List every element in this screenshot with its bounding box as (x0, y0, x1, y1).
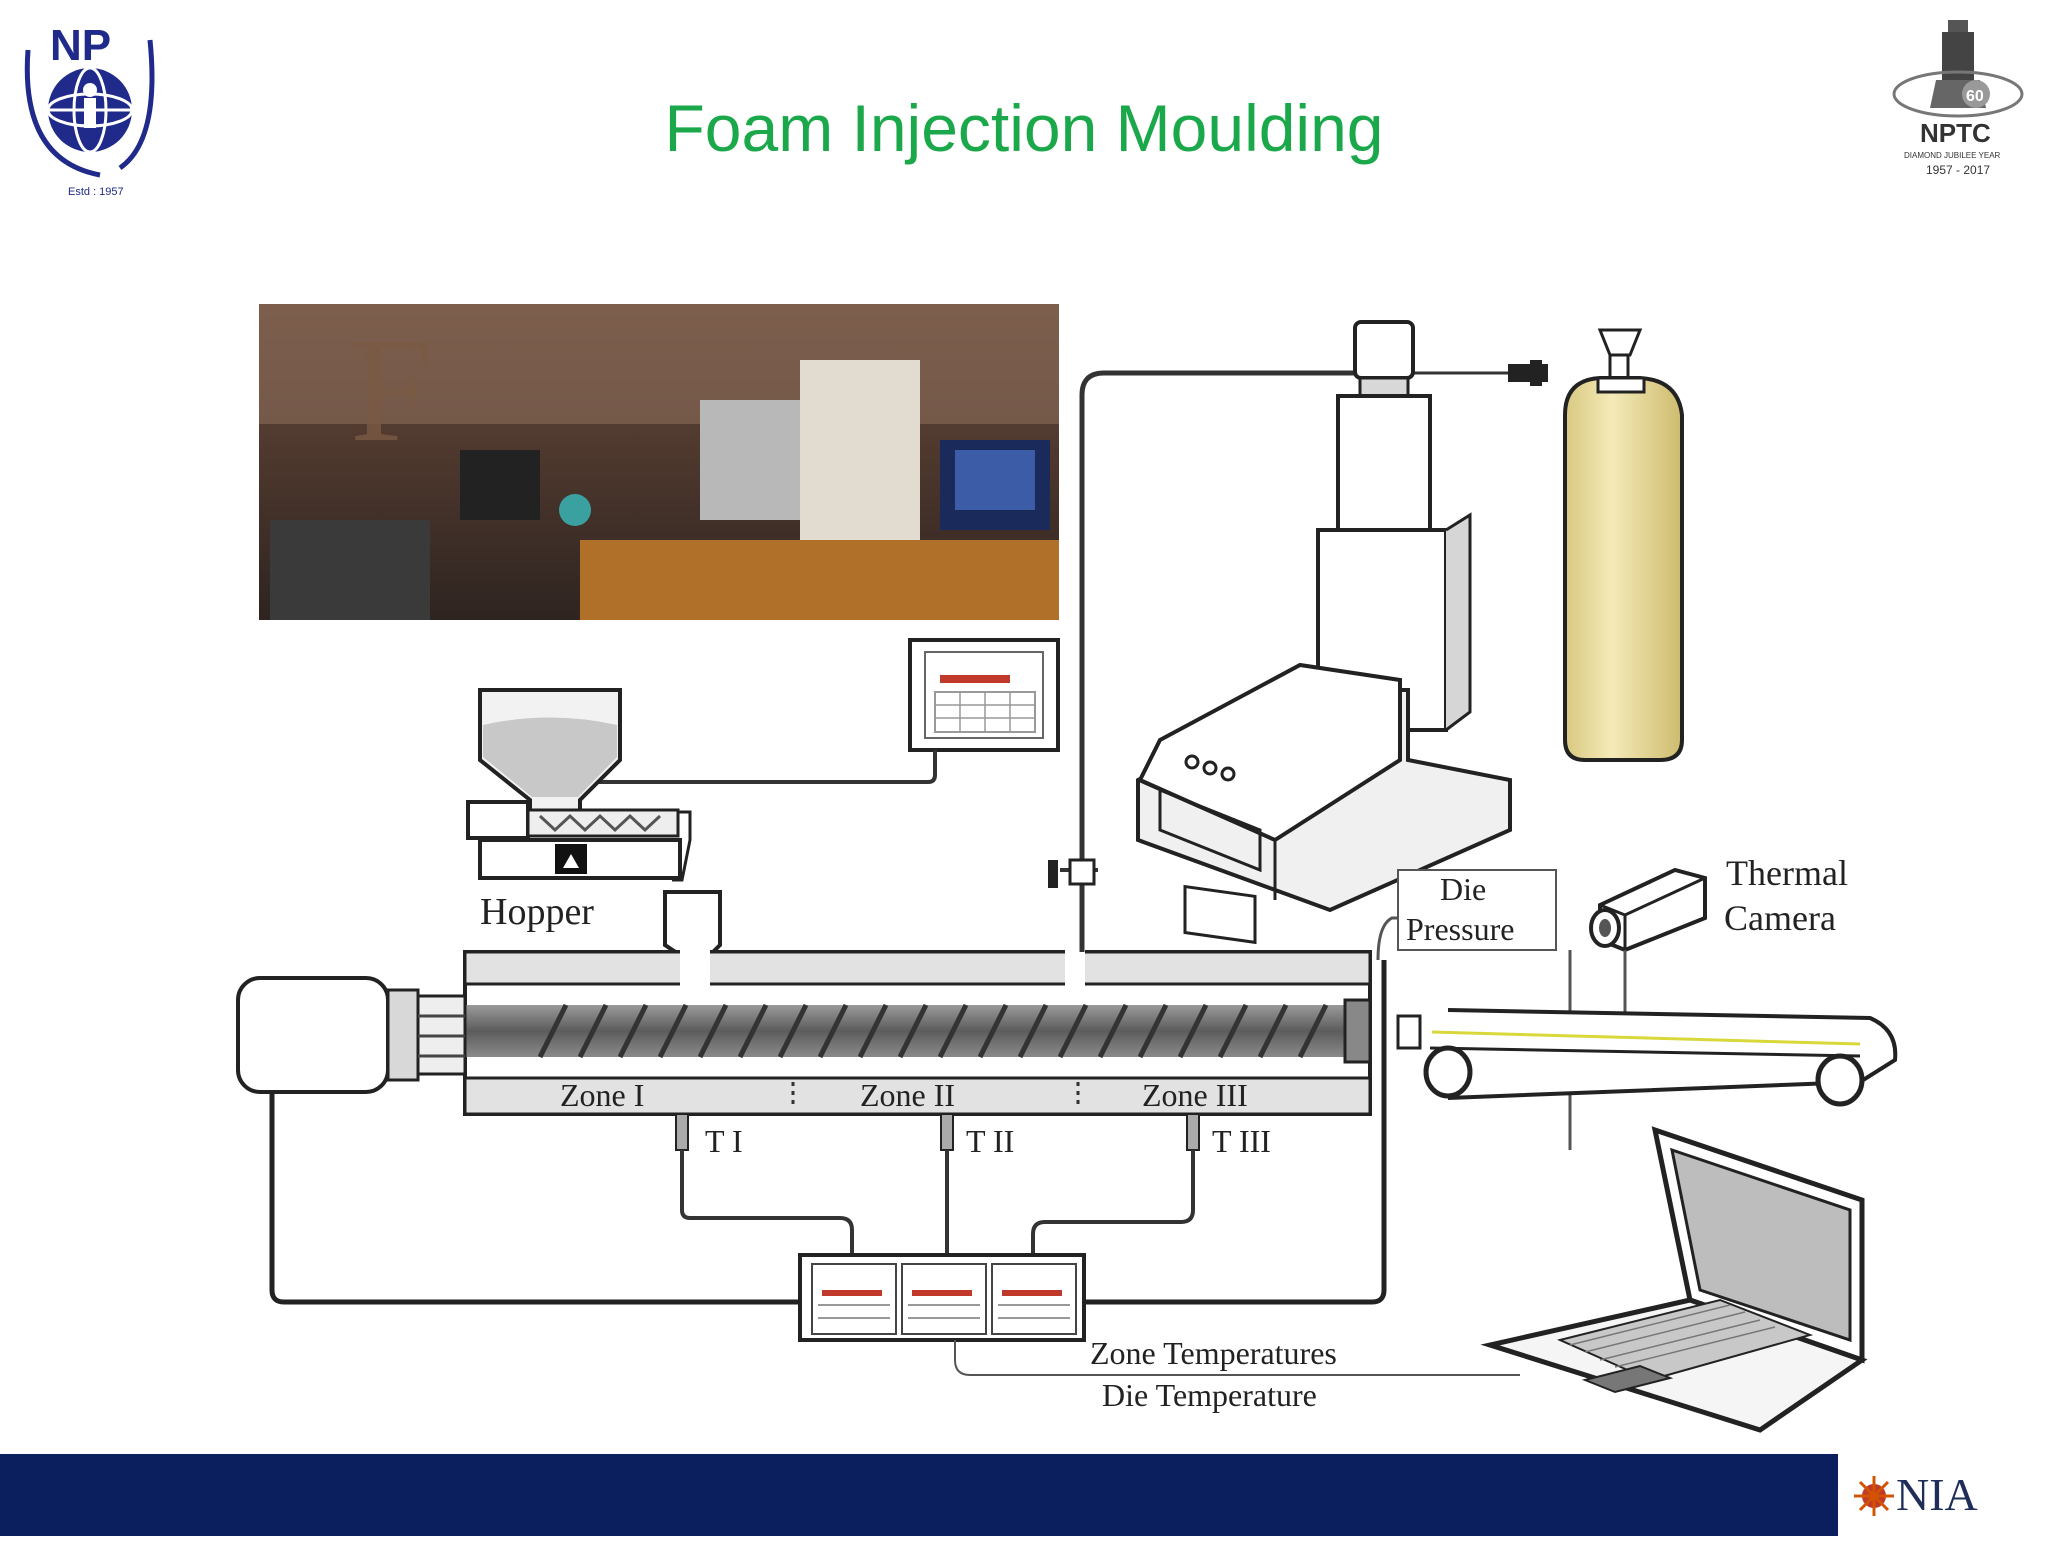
die-temperature-label: Die Temperature (1102, 1377, 1317, 1413)
die-pressure-label: Pressure (1406, 911, 1514, 947)
screw-flights (537, 1003, 1329, 1059)
drive-motor (236, 976, 467, 1094)
sensor-label: T I (705, 1123, 743, 1159)
laptop (1480, 1126, 1868, 1433)
footer-bar (0, 1454, 1838, 1536)
hopper-label: Hopper (480, 891, 594, 933)
zone-labels: Zone I Zone II Zone III (560, 1077, 1248, 1113)
conveyor-belt (1423, 1008, 1898, 1107)
temperature-controllers (798, 1253, 1086, 1342)
syringe-pump (1136, 320, 1512, 945)
jubilee-logo: 60 NPTC DIAMOND JUBILEE YEAR 1957 - 2017 (1892, 20, 2024, 177)
thermocouples: T I T II T III (675, 1113, 1271, 1255)
hopper (466, 688, 692, 882)
gas-line (1048, 360, 1548, 952)
gas-cylinder (1563, 328, 1684, 762)
extruder-barrel (463, 948, 1422, 1116)
college-logo: NP Estd : 1957 (24, 21, 155, 198)
zone-label: Zone III (1142, 1077, 1248, 1113)
jubilee-tagline: DIAMOND JUBILEE YEAR (1904, 151, 2001, 160)
sensor-label: T II (966, 1123, 1014, 1159)
footer-logo: NIA (1838, 1454, 2048, 1536)
lab-photo: F (259, 304, 1059, 620)
thermal-camera-label: Camera (1724, 898, 1836, 938)
slide-title: Foam Injection Moulding (664, 91, 1384, 165)
temp-output-line (954, 1340, 1520, 1376)
svg-text:F: F (350, 307, 433, 473)
die-pressure-box: Die Pressure (1397, 869, 1557, 951)
sensor-label: T III (1212, 1123, 1271, 1159)
upper-controller (578, 638, 1060, 820)
footer-logo-text: NIA (1896, 1469, 1978, 1520)
die-cable (1084, 960, 1387, 1305)
jubilee-name: NPTC (1920, 118, 1991, 148)
logo-letters: NP (50, 21, 111, 70)
jubilee-number: 60 (1966, 88, 1984, 105)
zone-label: Zone I (560, 1077, 644, 1113)
footer-logo-mark: NIA (1854, 1469, 1978, 1520)
logo-estd: Estd : 1957 (68, 186, 124, 198)
die-pressure-label: Die (1440, 871, 1486, 907)
jubilee-years: 1957 - 2017 (1926, 163, 1990, 177)
thermal-camera (1568, 867, 1707, 1150)
thermal-camera-label: Thermal (1726, 853, 1848, 893)
motor-cable (269, 1092, 800, 1305)
zone-temperatures-label: Zone Temperatures (1090, 1335, 1337, 1371)
zone-label: Zone II (860, 1077, 955, 1113)
